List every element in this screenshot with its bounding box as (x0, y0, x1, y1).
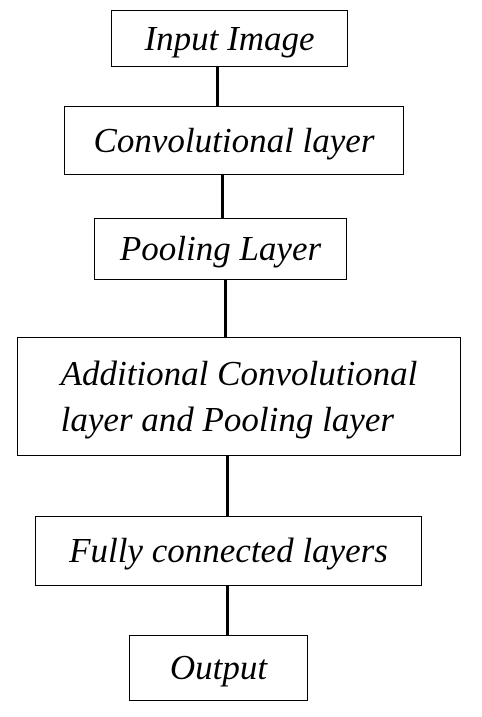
node-output: Output (129, 635, 308, 701)
node-input-image-label: Input Image (144, 18, 315, 58)
node-fully-connected-layers: Fully connected layers (35, 516, 422, 586)
edge-conv-to-pool (221, 174, 224, 219)
edge-additional-to-fc (226, 455, 229, 517)
node-additional-layers: Additional Convolutional layer and Pooli… (17, 337, 461, 456)
node-additional-layers-text: Additional Convolutional layer and Pooli… (61, 351, 418, 442)
node-convolutional-layer: Convolutional layer (64, 106, 404, 175)
node-output-label: Output (169, 648, 268, 688)
node-pooling-layer-label: Pooling Layer (119, 229, 322, 269)
node-pooling-layer: Pooling Layer (94, 218, 347, 280)
edge-fc-to-output (226, 585, 229, 636)
node-input-image: Input Image (111, 10, 348, 67)
node-fully-connected-layers-label: Fully connected layers (69, 531, 388, 571)
node-convolutional-layer-label: Convolutional layer (93, 120, 375, 160)
node-additional-layers-line-2: layer and Pooling layer (60, 399, 394, 439)
edge-input-to-conv (216, 66, 219, 106)
edge-pool-to-additional (224, 279, 227, 337)
node-additional-layers-line-1: Additional Convolutional (60, 354, 418, 393)
